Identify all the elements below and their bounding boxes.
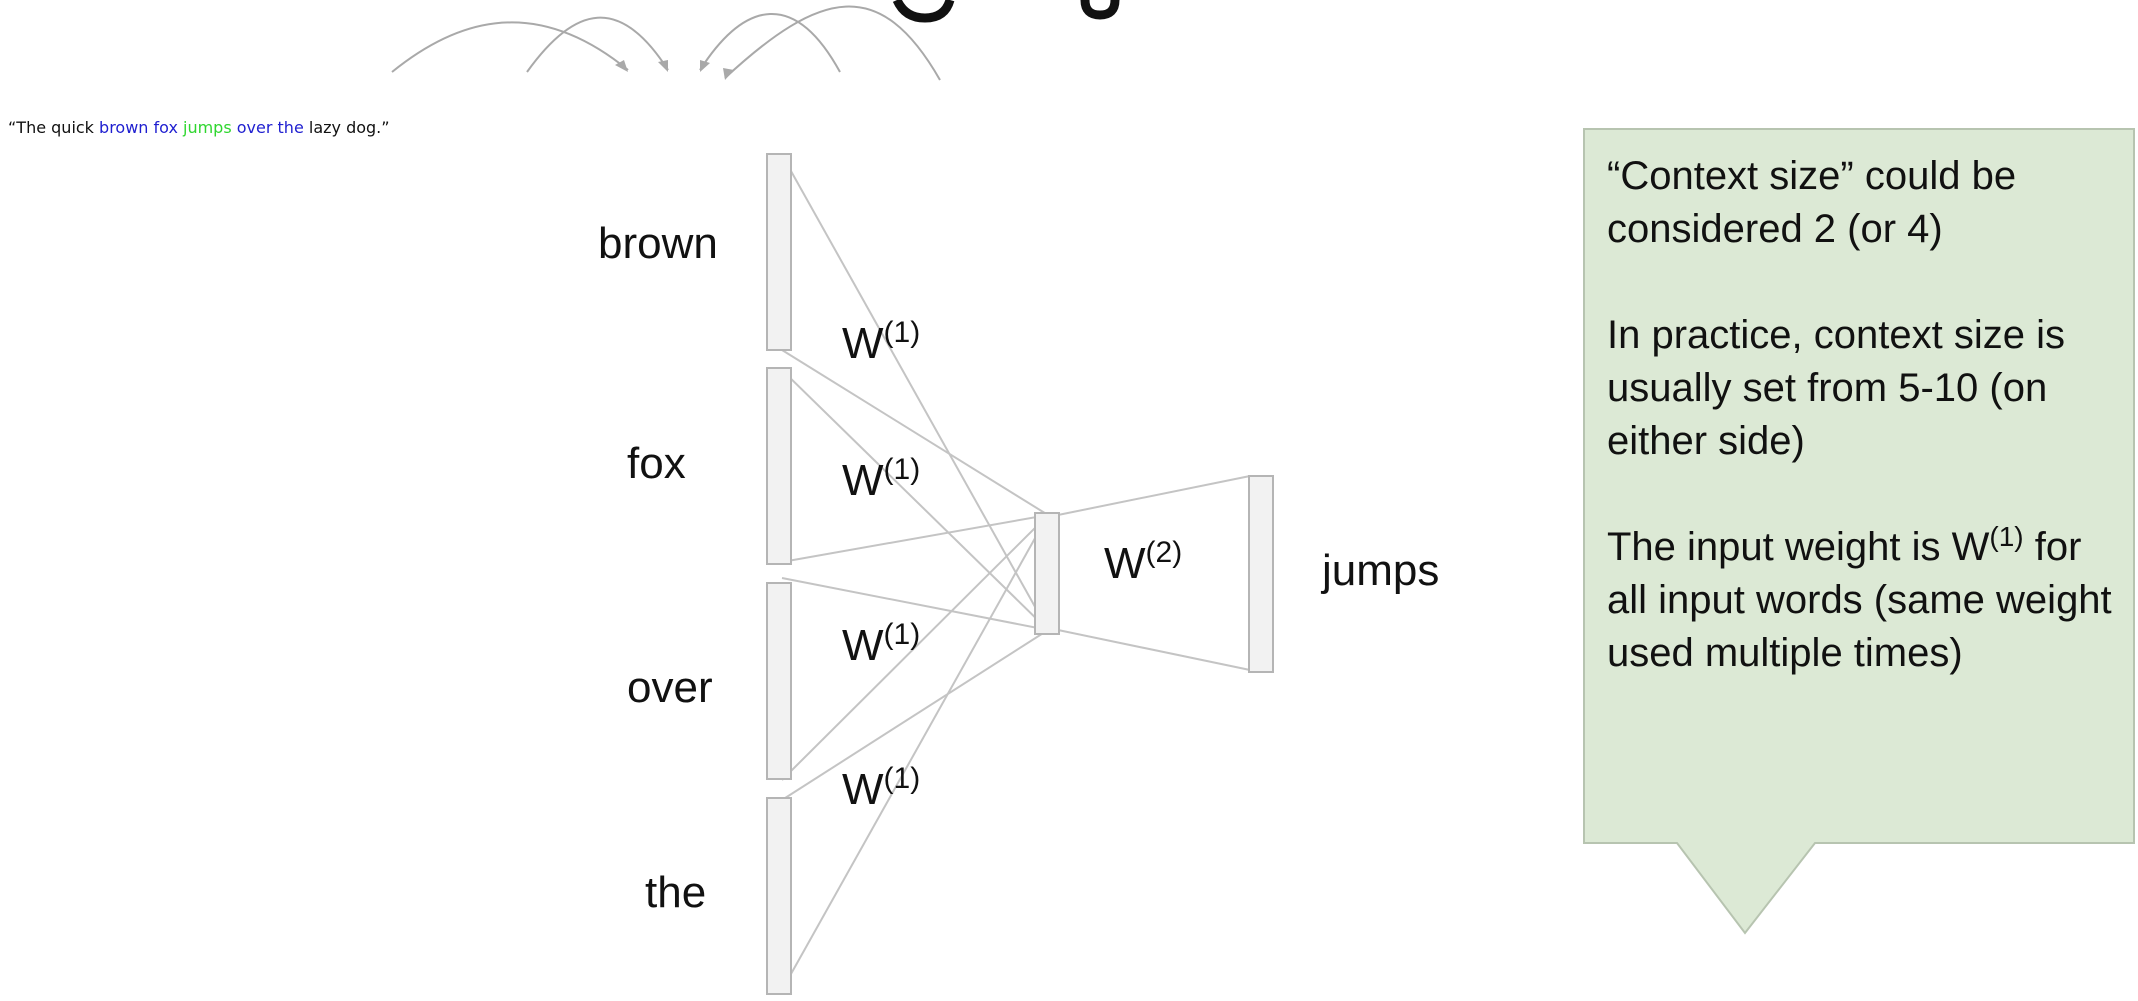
weight-label-sup: (2) xyxy=(1146,536,1183,569)
arc-fox xyxy=(526,16,669,73)
input-layers xyxy=(766,153,792,995)
weight-label-w1-fox: W(1) xyxy=(842,453,920,505)
sentence-words-after: lazy dog. xyxy=(304,118,381,137)
callout-input-weight-sup: (1) xyxy=(1989,521,2024,552)
cropped-title-fragment xyxy=(892,0,1120,23)
callout-input-weight-rest: for all input words (same weight used mu… xyxy=(1607,525,2112,675)
sentence-context-right: over the xyxy=(232,118,304,137)
callout-context-size-note: “Context size” could be considered 2 (or… xyxy=(1607,154,2017,251)
sentence-words-before: The quick xyxy=(15,118,99,137)
weight-labels: W(1) W(1) W(1) W(1) W(2) xyxy=(842,316,1182,814)
input-label-over: over xyxy=(627,663,713,712)
arc-the xyxy=(724,5,941,81)
context-arcs xyxy=(391,5,941,81)
weight-label-sup: (1) xyxy=(884,316,921,349)
hidden-layer xyxy=(1034,512,1060,635)
connection-lines xyxy=(781,154,1251,991)
weight-label-w1-over: W(1) xyxy=(842,618,920,670)
sentence-close-quote: ” xyxy=(381,118,389,137)
weight-label-base: W xyxy=(842,319,884,368)
weight-label-sup: (1) xyxy=(884,762,921,795)
weight-label-w1-the: W(1) xyxy=(842,762,920,814)
input-label-brown: brown xyxy=(598,219,718,268)
arc-arrowheads xyxy=(615,60,734,80)
arc-brown xyxy=(391,21,629,73)
callout-practice-note: In practice, context size is usually set… xyxy=(1607,313,2065,463)
example-sentence: “The quick brown fox jumps over the lazy… xyxy=(8,118,390,137)
weight-label-w2: W(2) xyxy=(1104,536,1182,588)
callout-box xyxy=(1583,128,2135,935)
input-layer-over xyxy=(766,582,792,780)
arc-over xyxy=(699,13,841,73)
output-layer xyxy=(1248,475,1274,673)
input-label-the: the xyxy=(645,868,706,917)
weight-label-base: W xyxy=(842,456,884,505)
callout-text: “Context size” could be considered 2 (or… xyxy=(1607,150,2117,680)
sentence-open-quote: “ xyxy=(8,118,16,137)
output-label-jumps: jumps xyxy=(1320,546,1439,595)
input-layer-fox xyxy=(766,367,792,565)
sentence-context-left: brown fox xyxy=(99,118,183,137)
sentence-target-word: jumps xyxy=(182,118,232,137)
input-layer-brown xyxy=(766,153,792,351)
callout-input-weight-note: The input weight is W(1) for all input w… xyxy=(1607,521,2117,680)
input-label-fox: fox xyxy=(627,439,686,488)
weight-label-w1-brown: W(1) xyxy=(842,316,920,368)
weight-label-base: W xyxy=(842,621,884,670)
input-layer-the xyxy=(766,797,792,995)
weight-label-base: W xyxy=(1104,539,1146,588)
weight-label-sup: (1) xyxy=(884,618,921,651)
weight-label-base: W xyxy=(842,765,884,814)
callout-input-weight-main: The input weight is W xyxy=(1607,525,1990,569)
weight-label-sup: (1) xyxy=(884,453,921,486)
